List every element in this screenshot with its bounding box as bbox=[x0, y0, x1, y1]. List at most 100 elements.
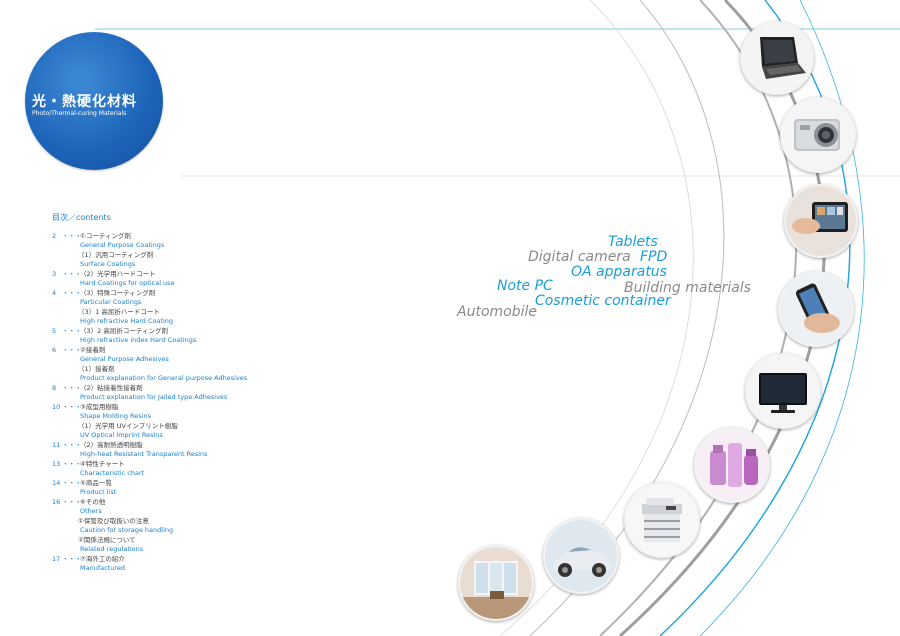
keyword-digital-camera: Digital camera bbox=[528, 249, 631, 265]
toc-title-jp: （2）粘接着性接着剤 bbox=[80, 384, 143, 392]
toc-title-jp: ①コーティング剤 bbox=[80, 232, 131, 240]
toc-leader: ・・・ bbox=[62, 384, 82, 392]
automobile-photo bbox=[543, 518, 619, 594]
toc-leader: ・・・ bbox=[62, 327, 82, 335]
toc-entry-english: Hard Coatings for optical use bbox=[52, 279, 292, 289]
toc-leader: ・・・ bbox=[62, 460, 82, 468]
laptop-photo bbox=[740, 21, 814, 95]
building-interior-photo bbox=[458, 545, 534, 621]
toc-heading: 目次／contents bbox=[52, 213, 111, 222]
toc-entry[interactable]: 2 ・・・①コーティング剤 bbox=[52, 232, 292, 241]
toc-entry[interactable]: （1）接着剤 bbox=[52, 365, 292, 374]
toc-page-number: 3 bbox=[52, 270, 57, 278]
toc-title-en: UV Optical Imprint Resins bbox=[80, 431, 163, 439]
toc-title-jp: ③成型用樹脂 bbox=[80, 403, 119, 411]
toc-entry[interactable]: 13・・・④特性チャート bbox=[52, 460, 292, 469]
toc-title-jp: ④特性チャート bbox=[80, 460, 125, 468]
toc-page-number: 8 bbox=[52, 384, 57, 392]
toc-title-jp: （1）接着剤 bbox=[78, 365, 115, 373]
toc-leader: ・・・ bbox=[62, 270, 82, 278]
toc-page-number: 11 bbox=[52, 441, 61, 449]
toc-entry[interactable]: 5 ・・・（3）2 高屈折コーティング剤 bbox=[52, 327, 292, 336]
toc-title-jp: ⑥その他 bbox=[80, 498, 106, 506]
toc-entry[interactable]: 6・・・②接着剤 bbox=[52, 346, 292, 355]
toc-page-number: 17 bbox=[52, 555, 61, 563]
title-badge bbox=[25, 32, 163, 170]
toc-title-en: High-heat Resistant Transparent Resins bbox=[80, 450, 208, 458]
toc-title-jp: （1）汎用コーティング剤 bbox=[78, 251, 154, 259]
toc-leader: ・・・ bbox=[62, 555, 82, 563]
badge-title: 光・熱硬化材料 bbox=[32, 94, 137, 110]
toc-title-jp: ②関係法規について bbox=[78, 536, 136, 544]
toc-entry-english: General Purpose Adhesives bbox=[52, 355, 292, 365]
toc-leader: ・・・ bbox=[62, 441, 82, 449]
toc-entry-english: General Purpose Coatings bbox=[52, 241, 292, 251]
keyword-note-pc: Note PC bbox=[497, 278, 553, 294]
flat-panel-display-photo bbox=[745, 353, 821, 429]
toc-leader: ・・・ bbox=[62, 232, 82, 240]
toc-title-jp: （3）特殊コーティング剤 bbox=[80, 289, 156, 297]
toc-leader: ・・・ bbox=[62, 479, 82, 487]
toc-entry[interactable]: 11・・・（2）高耐熱透明樹脂 bbox=[52, 441, 292, 450]
toc-title-en: Particular Coatings bbox=[80, 298, 142, 306]
toc-title-en: Manufactured bbox=[80, 564, 125, 572]
toc-title-jp: ①保管及び取扱いの注意 bbox=[78, 517, 149, 525]
toc-page-number: 4 bbox=[52, 289, 57, 297]
toc-entry-english: Others bbox=[52, 507, 292, 517]
toc-entry[interactable]: 16・・・⑥その他 bbox=[52, 498, 292, 507]
keyword-tablets: Tablets bbox=[608, 234, 658, 250]
toc-entry[interactable]: 17・・・⑦海外工の紹介 bbox=[52, 555, 292, 564]
toc-entry-english: High refractive index Hard Coatings bbox=[52, 336, 292, 346]
toc-entry[interactable]: （1）汎用コーティング剤 bbox=[52, 251, 292, 260]
toc-entry[interactable]: （3）1 高屈折ハードコート bbox=[52, 308, 292, 317]
toc-entry[interactable]: 4 ・・・（3）特殊コーティング剤 bbox=[52, 289, 292, 298]
toc-entry[interactable]: 3 ・・・（2）光学用ハードコート bbox=[52, 270, 292, 279]
toc-leader: ・・・ bbox=[62, 289, 82, 297]
toc-page-number: 2 bbox=[52, 232, 57, 240]
toc-entry-english: High-heat Resistant Transparent Resins bbox=[52, 450, 292, 460]
toc-entry[interactable]: 10・・・③成型用樹脂 bbox=[52, 403, 292, 412]
toc-page-number: 5 bbox=[52, 327, 57, 335]
toc-title-en: General Purpose Adhesives bbox=[80, 355, 169, 363]
toc-entry-english: Shape Molding Resins bbox=[52, 412, 292, 422]
cosmetic-container-photo bbox=[694, 427, 770, 503]
toc-title-jp: （2）光学用ハードコート bbox=[80, 270, 156, 278]
toc-title-en: Shape Molding Resins bbox=[80, 412, 151, 420]
toc-title-jp: （3）1 高屈折ハードコート bbox=[78, 308, 160, 316]
keyword-oa-apparatus: OA apparatus bbox=[571, 264, 667, 280]
toc-title-jp: （1）光学用 UVインプリント樹脂 bbox=[78, 422, 178, 430]
toc-entry-english: Product list bbox=[52, 488, 292, 498]
keyword-cosmetic-container: Cosmetic container bbox=[535, 293, 671, 309]
toc-title-en: Others bbox=[80, 507, 102, 515]
toc-entry-english: Characteristic chart bbox=[52, 469, 292, 479]
toc-entry-english: High refractive Hard Coating bbox=[52, 317, 292, 327]
toc-title-en: Product explanation for General purpose … bbox=[80, 374, 248, 382]
toc-page-number: 6 bbox=[52, 346, 57, 354]
toc-entry-english: Caution for storage handling bbox=[52, 526, 292, 536]
toc-entry[interactable]: 14・・・⑤商品一覧 bbox=[52, 479, 292, 488]
toc-leader: ・・・ bbox=[62, 346, 82, 354]
toc-leader: ・・・ bbox=[62, 403, 82, 411]
toc-title-jp: ⑤商品一覧 bbox=[80, 479, 112, 487]
toc-title-en: Product list bbox=[80, 488, 117, 496]
toc-page-number: 16 bbox=[52, 498, 61, 506]
copier-photo bbox=[624, 482, 700, 558]
toc-title-jp: （3）2 高屈折コーティング剤 bbox=[80, 327, 168, 335]
toc-title-en: Characteristic chart bbox=[80, 469, 145, 477]
toc-page-number: 13 bbox=[52, 460, 61, 468]
badge-subtitle: Photo/Thermal-curing Materials bbox=[32, 110, 127, 117]
toc-page-number: 14 bbox=[52, 479, 61, 487]
toc-entry[interactable]: 8 ・・・（2）粘接着性接着剤 bbox=[52, 384, 292, 393]
toc-title-en: General Purpose Coatings bbox=[80, 241, 165, 249]
toc-entry[interactable]: （1）光学用 UVインプリント樹脂 bbox=[52, 422, 292, 431]
keyword-fpd: FPD bbox=[640, 249, 668, 265]
toc-title-en: Caution for storage handling bbox=[80, 526, 174, 534]
toc-title-en: Surface Coatings bbox=[80, 260, 136, 268]
toc-entry[interactable]: ②関係法規について bbox=[52, 536, 292, 545]
keyword-building-materials: Building materials bbox=[624, 280, 751, 296]
toc-title-en: Product explanation for Jailed type Adhe… bbox=[80, 393, 228, 401]
toc-entry[interactable]: ①保管及び取扱いの注意 bbox=[52, 517, 292, 526]
toc-title-en: High refractive index Hard Coatings bbox=[80, 336, 197, 344]
tablet-photo bbox=[784, 184, 858, 258]
